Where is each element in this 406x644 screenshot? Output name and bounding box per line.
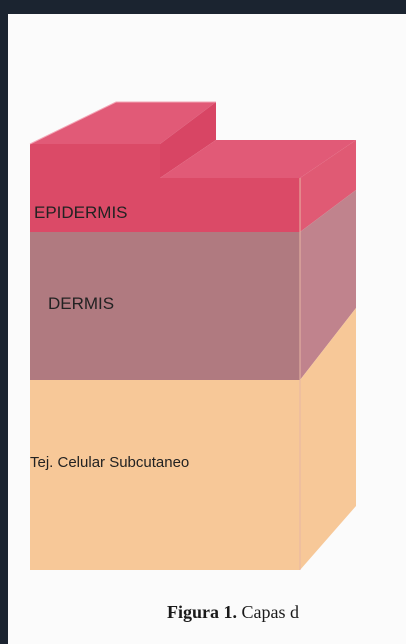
figure-caption: Figura 1. Capas d [167,602,299,623]
figure-label: Figura 1. [167,602,237,622]
epidermis-label: EPIDERMIS [34,203,128,222]
subcutaneous-front-face [30,380,300,570]
caption-text: Capas d [237,602,299,622]
dermis-label: DERMIS [48,294,114,313]
subcutaneous-label: Tej. Celular Subcutaneo [30,454,189,471]
